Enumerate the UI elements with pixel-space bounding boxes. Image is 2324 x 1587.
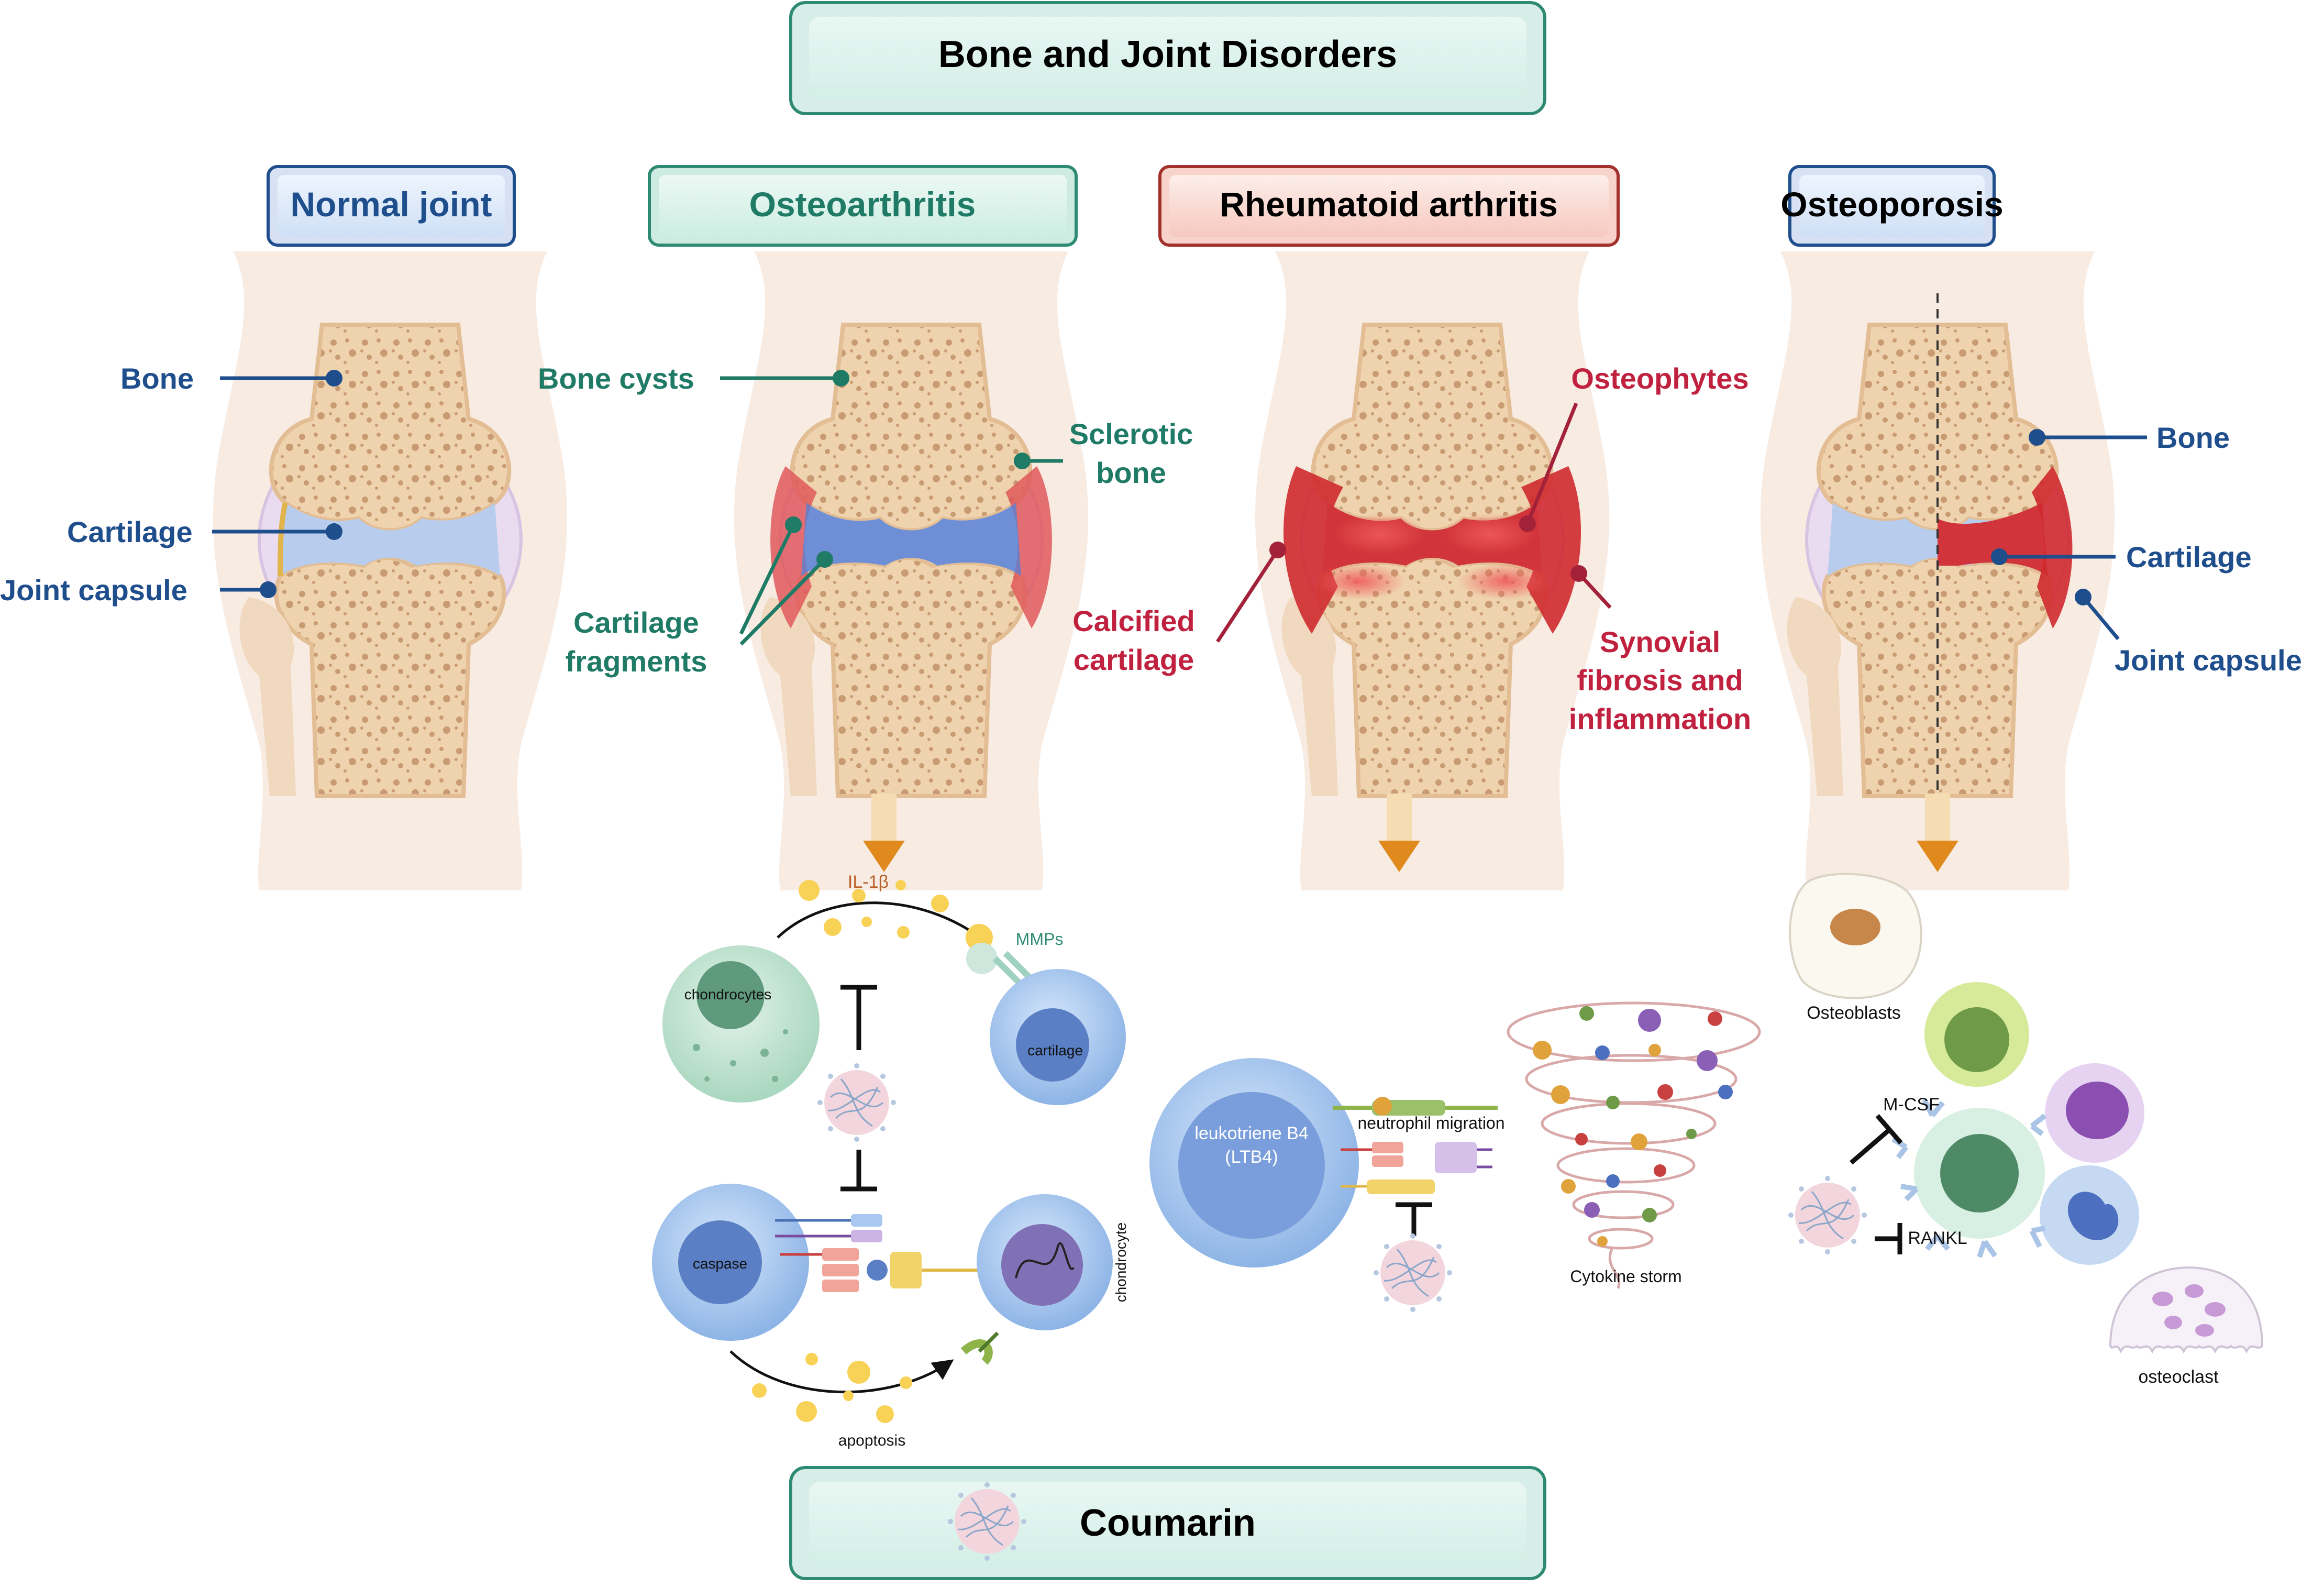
ra-labels: Osteophytes Calcified cartilage Synovial…: [1072, 362, 1751, 735]
label-op-joint-capsule: Joint capsule: [2115, 644, 2302, 677]
label-osteophytes: Osteophytes: [1571, 362, 1748, 395]
label-op-cartilage: Cartilage: [2126, 541, 2252, 574]
coumarin-nanoparticle-footer: [947, 1481, 1027, 1562]
down-arrows: [863, 794, 1958, 872]
heading-rheumatoid-arthritis: Rheumatoid arthritis: [1158, 165, 1620, 247]
label-op-bone: Bone: [2156, 421, 2230, 454]
coumarin-nanoparticle-op: [1787, 1175, 1868, 1255]
osteoclast-cell: [2109, 1266, 2264, 1354]
oa-labels: Bone cysts Sclerotic bone Cartilage frag…: [538, 362, 1193, 678]
label-cartilage: Cartilage: [67, 515, 193, 548]
label-bone: Bone: [120, 362, 194, 395]
knee-osteoarthritis: [734, 251, 1088, 890]
knee-normal: [213, 251, 567, 890]
label-synovial-1: Synovial: [1600, 625, 1720, 658]
footer-label: Coumarin: [1080, 1502, 1256, 1544]
cytokine-storm-spiral: [1507, 1001, 1761, 1289]
label-cartilage-cell: cartilage: [1027, 1042, 1083, 1059]
label-joint-capsule: Joint capsule: [0, 574, 187, 607]
label-ltb4-2: (LTB4): [1225, 1147, 1278, 1167]
receptor-complex-oa: [775, 1214, 998, 1292]
label-synovial-3: inflammation: [1569, 702, 1751, 735]
label-chondrocytes: chondrocytes: [684, 986, 772, 1002]
footer-box: Coumarin: [789, 1466, 1546, 1580]
ra-mechanism: leukotriene B4 (LTB4) neutrophil migrati…: [1149, 1001, 1761, 1313]
cell-receptors: [1891, 1098, 2047, 1258]
label-cytokine-storm: Cytokine storm: [1570, 1267, 1681, 1286]
label-sclerotic-2: bone: [1096, 456, 1166, 489]
il1b-particles: [799, 880, 993, 951]
label-chondrocyte: chondrocyte: [1113, 1222, 1129, 1303]
label-calcified-1: Calcified: [1072, 604, 1194, 637]
op-mechanism: Osteoblasts M-CSF RANKL osteoclast: [1787, 873, 2264, 1387]
coumarin-nanoparticle-oa: [816, 1062, 897, 1143]
label-bone-cysts: Bone cysts: [538, 362, 694, 395]
apoptosis-particles: [752, 1353, 912, 1423]
label-neutrophil: neutrophil migration: [1357, 1114, 1504, 1132]
label-osteoclast: osteoclast: [2138, 1367, 2219, 1387]
heading-oa-label: Osteoarthritis: [749, 185, 976, 224]
cytokine-dots: [1533, 1006, 1733, 1247]
heading-osteoarthritis: Osteoarthritis: [648, 165, 1078, 247]
heading-normal-label: Normal joint: [290, 185, 492, 224]
label-sclerotic-1: Sclerotic: [1069, 417, 1193, 450]
page-title: Bone and Joint Disorders: [938, 34, 1397, 75]
knee-rheumatoid-arthritis: [1255, 251, 1609, 890]
normal-labels: Bone Cartilage Joint capsule: [0, 362, 342, 607]
label-mcsf: M-CSF: [1883, 1095, 1940, 1115]
label-rankl: RANKL: [1908, 1228, 1967, 1248]
label-osteoblasts: Osteoblasts: [1807, 1003, 1901, 1023]
label-cartilage-frag-2: fragments: [566, 645, 707, 678]
label-cartilage-frag-1: Cartilage: [573, 606, 699, 639]
label-synovial-2: fibrosis and: [1577, 664, 1743, 697]
label-il1b: IL-1β: [848, 872, 889, 892]
label-caspase: caspase: [693, 1255, 747, 1272]
label-calcified-2: cartilage: [1074, 643, 1194, 676]
heading-ra-label: Rheumatoid arthritis: [1220, 185, 1557, 224]
label-mmps: MMPs: [1016, 930, 1064, 949]
heading-osteoporosis: Osteoporosis: [1780, 165, 2004, 247]
label-ltb4-1: leukotriene B4: [1194, 1123, 1308, 1143]
heading-normal-joint: Normal joint: [267, 165, 516, 247]
op-labels: Bone Cartilage Joint capsule: [1991, 421, 2302, 677]
oa-mechanism: IL-1β MMPs chondrocytes cartilage caspas…: [652, 872, 1129, 1449]
title-box: Bone and Joint Disorders: [789, 1, 1546, 115]
receptor-complex-ra: [1333, 1097, 1498, 1194]
heading-op-label: Osteoporosis: [1780, 185, 2003, 224]
coumarin-nanoparticle-ra: [1373, 1232, 1453, 1313]
label-apoptosis: apoptosis: [838, 1432, 905, 1449]
